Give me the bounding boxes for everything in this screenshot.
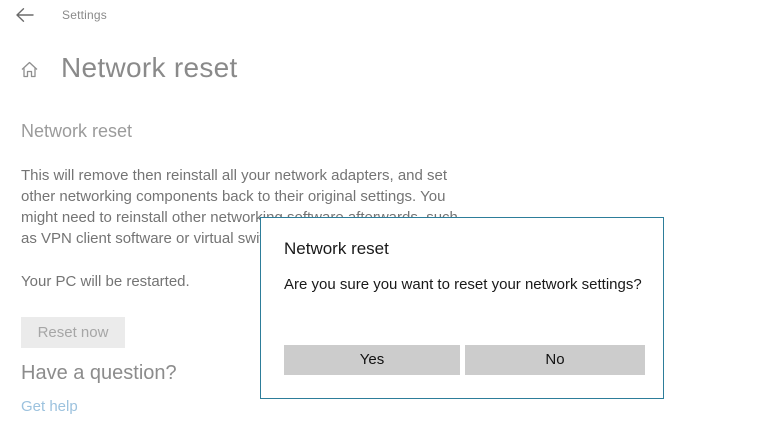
- page-title: Network reset: [61, 52, 238, 83]
- description-line: other networking components back to thei…: [21, 188, 446, 205]
- restart-note: Your PC will be restarted.: [21, 273, 190, 290]
- get-help-link[interactable]: Get help: [21, 398, 78, 415]
- dialog-message: Are you sure you want to reset your netw…: [284, 276, 642, 293]
- reset-now-button[interactable]: Reset now: [21, 317, 125, 348]
- dialog-title: Network reset: [284, 239, 389, 258]
- yes-button[interactable]: Yes: [284, 345, 460, 375]
- app-title: Settings: [62, 8, 107, 22]
- reset-description: This will remove then reinstall all your…: [21, 165, 458, 249]
- home-icon: [20, 60, 39, 79]
- network-reset-dialog: Network reset Are you sure you want to r…: [260, 217, 664, 399]
- help-heading: Have a question?: [21, 362, 177, 384]
- back-arrow-icon: [14, 5, 38, 25]
- description-line: This will remove then reinstall all your…: [21, 167, 448, 184]
- back-button[interactable]: [14, 5, 38, 27]
- section-heading: Network reset: [21, 121, 133, 141]
- no-button[interactable]: No: [465, 345, 645, 375]
- description-line: as VPN client software or virtual switch…: [21, 230, 300, 247]
